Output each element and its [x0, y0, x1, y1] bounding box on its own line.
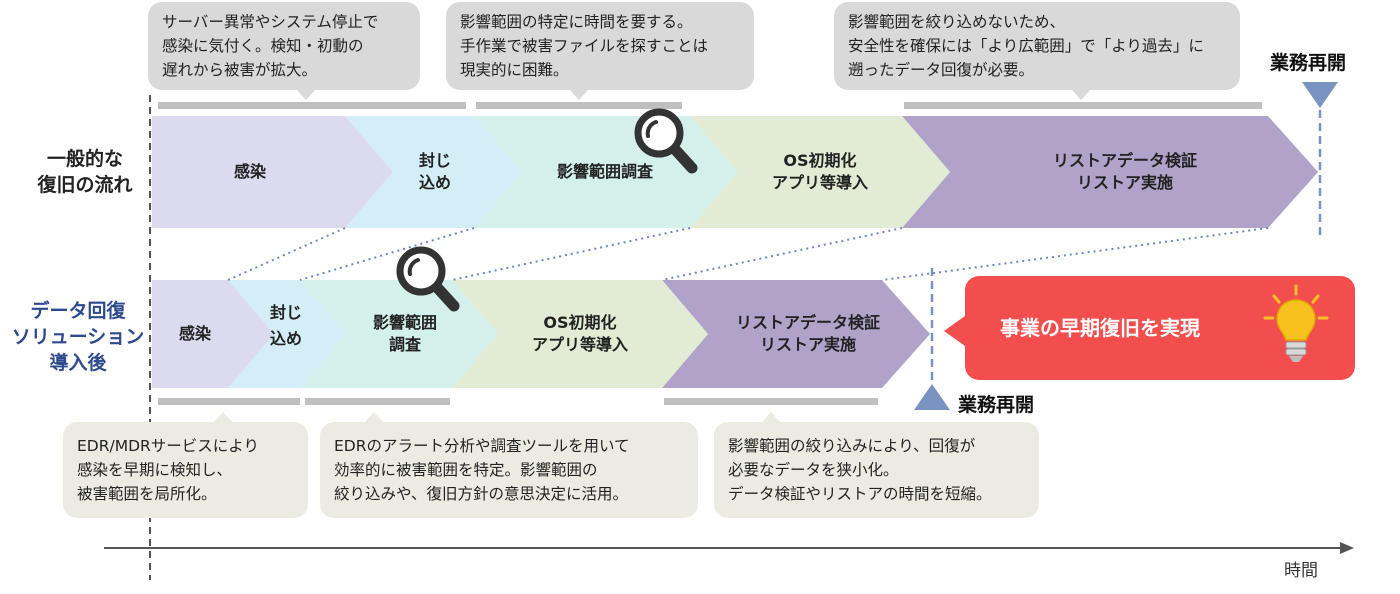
row-title-solution: データ回復 ソリューション 導入後: [11, 300, 145, 374]
callout-bottom-infection: EDR/MDRサービスにより 感染を早期に検知し、 被害範囲を局所化。: [63, 422, 308, 518]
result-text: 事業の早期復旧を実現: [1000, 316, 1200, 340]
time-axis-arrowhead: [1340, 542, 1354, 554]
callout-top-investigation: 影響範囲の特定に時間を要する。 手作業で被害ファイルを探すことは 現実的に困難。: [446, 2, 754, 90]
magnifier-icon: [396, 246, 460, 312]
phase-connectors: [227, 227, 1269, 281]
callout-pointer: [297, 90, 315, 100]
resume-marker-bottom: [914, 384, 950, 410]
top-phase-label-os-init: OS初期化 アプリ等導入: [771, 151, 868, 192]
callout-pointer: [762, 412, 780, 422]
resume-label-top: 業務再開: [1270, 52, 1347, 74]
bottom-phase-label-restore: リストアデータ検証 リストア実施: [735, 313, 880, 354]
row-title-general: 一般的な 復旧の流れ: [37, 148, 133, 196]
bottom-phase-label-containment: 封じ 込め: [269, 303, 302, 348]
span-bar: [664, 398, 878, 405]
bottom-phase-containment: [228, 280, 346, 388]
bottom-phase-label-infection: 感染: [178, 324, 211, 343]
span-bar: [904, 102, 1262, 109]
callout-pointer: [365, 412, 383, 422]
callout-pointer: [1072, 90, 1090, 100]
bottom-phase-restore: [662, 280, 930, 388]
callout-pointer: [214, 412, 232, 422]
bottom-phase-infection: [152, 280, 274, 388]
top-phase-restore: [902, 116, 1318, 228]
span-bar: [305, 398, 450, 405]
callout-pointer: [570, 90, 588, 100]
bottom-phase-label-os-init: OS初期化 アプリ等導入: [531, 313, 628, 354]
bottom-phase-os-init: [452, 280, 708, 388]
bottom-phase-label-investigation: 影響範囲 調査: [372, 313, 437, 354]
lightbulb-icon: [1263, 284, 1329, 362]
span-bar: [158, 398, 300, 405]
magnifier-icon: [634, 108, 698, 174]
resume-label-bottom: 業務再開: [958, 394, 1035, 416]
callout-bottom-restore: 影響範囲の絞り込みにより、回復が 必要なデータを狭小化。 データ検証やリストアの…: [714, 422, 1039, 518]
callout-bottom-investigation: EDRのアラート分析や調査ツールを用いて 効率的に被害範囲を特定。影響範囲の 絞…: [320, 422, 698, 518]
top-phase-label-containment: 封じ 込め: [418, 151, 451, 192]
callout-top-restore: 影響範囲を絞り込めないため、 安全性を確保には「より広範囲」で「より過去」に 遡…: [834, 2, 1240, 90]
resume-marker-top: [1302, 82, 1338, 108]
top-phase-os-init: [690, 116, 950, 228]
top-phase-infection: [152, 116, 393, 228]
callout-top-infection: サーバー異常やシステム停止で 感染に気付く。検知・初動の 遅れから被害が拡大。: [148, 2, 420, 90]
top-phase-label-restore: リストアデータ検証 リストア実施: [1052, 151, 1197, 192]
span-bar: [158, 102, 466, 109]
top-phase-label-investigation: 影響範囲調査: [556, 162, 653, 181]
time-axis-label: 時間: [1284, 561, 1318, 581]
span-bar: [476, 102, 682, 109]
result-pointer: [944, 316, 965, 346]
top-phase-label-infection: 感染: [233, 162, 266, 181]
top-phase-containment: [345, 116, 522, 228]
